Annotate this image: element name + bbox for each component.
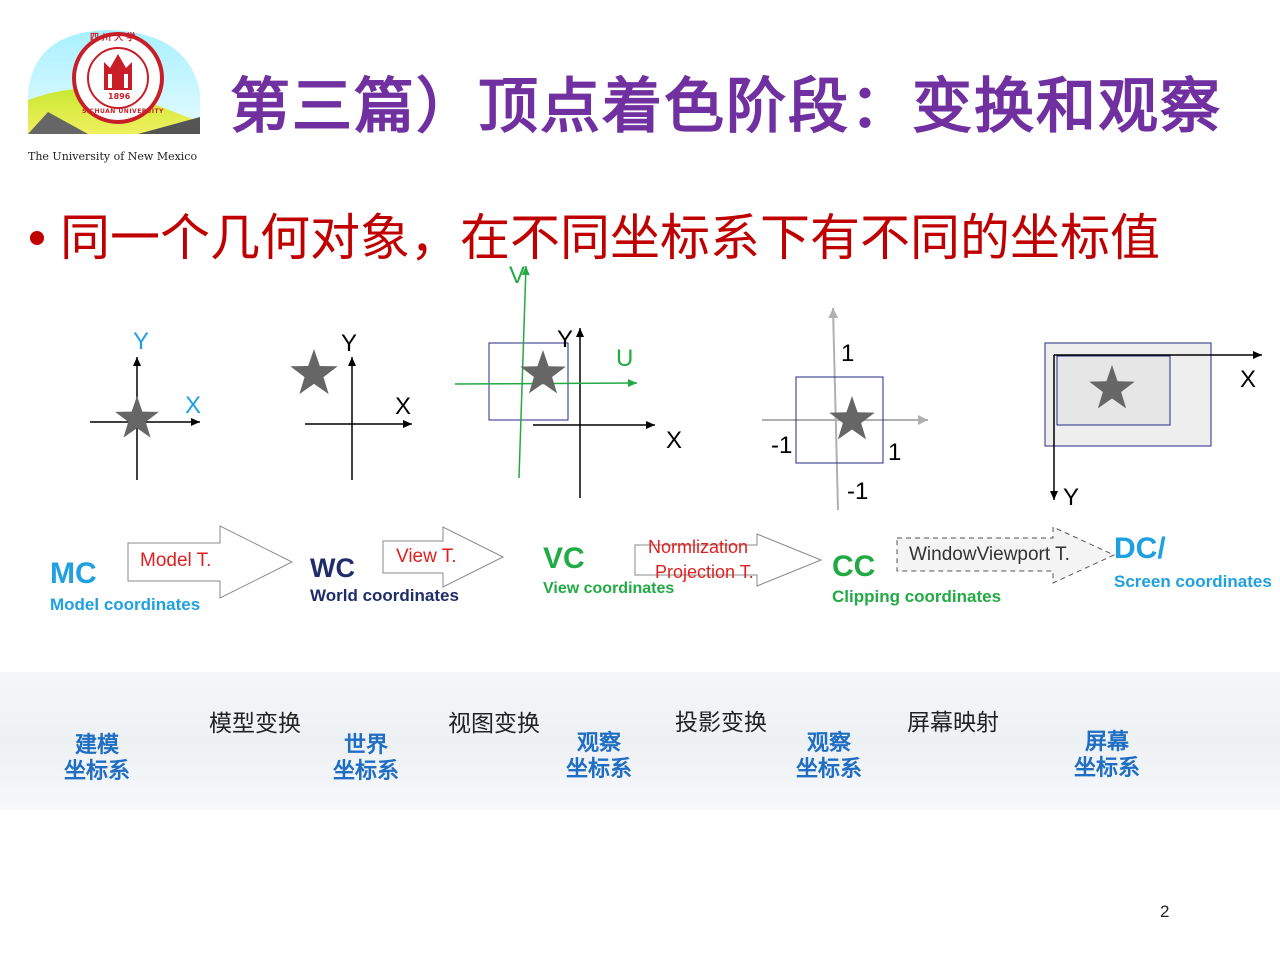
wc-x-label: X	[395, 393, 412, 420]
logo-cn-text: 四 川 大 学	[90, 33, 136, 43]
mc-diagram	[90, 357, 200, 480]
dc-x-label: X	[1240, 366, 1257, 393]
vc-star-icon	[520, 350, 566, 394]
flow-step-screen: 屏幕映射	[907, 710, 999, 736]
cc-right-label: 1	[888, 439, 902, 466]
dc-abbr: DC/	[1114, 532, 1166, 565]
flow-step-projection: 投影变换	[675, 710, 767, 736]
mc-desc: Model coordinates	[50, 595, 201, 614]
vc-v-label: V	[509, 262, 526, 289]
bullet-text: 同一个几何对象，在不同坐标系下有不同的坐标值	[60, 209, 1160, 267]
cc-left-label: -1	[771, 432, 793, 459]
wc-y-label: Y	[341, 330, 358, 357]
page-number: 2	[1160, 902, 1170, 921]
mc-abbr: MC	[50, 557, 97, 590]
dc-desc: Screen coordinates	[1114, 572, 1272, 591]
university-logo: 四 川 大 学 1896 SICHUAN UNIVERSITY	[28, 22, 203, 142]
logo-year: 1896	[108, 92, 131, 101]
bullet-point: 同一个几何对象，在不同坐标系下有不同的坐标值	[30, 198, 1160, 270]
bullet-dot-icon	[30, 230, 44, 245]
vc-x-label: X	[666, 427, 683, 454]
transform-arrows	[127, 525, 1116, 599]
projection-label: Projection T.	[655, 562, 754, 582]
vc-u-label: U	[616, 345, 634, 372]
wc-desc: World coordinates	[310, 586, 459, 605]
view-transform-label: View T.	[396, 546, 457, 567]
wc-diagram	[290, 349, 412, 480]
flow-step-model: 模型变换	[209, 711, 301, 737]
flow-step-view: 视图变换	[448, 711, 540, 737]
cc-abbr: CC	[832, 550, 876, 583]
model-transform-label: Model T.	[140, 550, 212, 571]
vc-abbr: VC	[543, 542, 585, 575]
normalization-label: Normlization	[648, 537, 749, 557]
logo-en-text: SICHUAN UNIVERSITY	[82, 108, 164, 115]
wc-abbr: WC	[310, 553, 355, 583]
cc-top-label: 1	[841, 340, 855, 367]
dc-diagram	[1044, 342, 1262, 500]
pipeline-flow-band	[0, 672, 1280, 810]
flow-system-world: 世界坐标系	[333, 733, 400, 784]
flow-system-model: 建模坐标系	[64, 733, 131, 784]
wc-star-icon	[290, 349, 338, 395]
vc-desc: View coordinates	[543, 580, 675, 597]
window-viewport-label: WindowViewport T.	[909, 544, 1070, 565]
university-name: The University of New Mexico	[28, 150, 198, 163]
flow-system-screen: 屏幕坐标系	[1074, 730, 1141, 781]
flow-system-view: 观察坐标系	[566, 731, 633, 782]
vc-y-label: Y	[557, 326, 574, 353]
mc-y-label: Y	[133, 328, 150, 355]
flow-system-view-2: 观察坐标系	[796, 731, 863, 782]
mc-x-label: X	[185, 392, 202, 419]
cc-diagram	[762, 307, 928, 511]
dc-y-label: Y	[1063, 484, 1080, 511]
slide-title: 第三篇）顶点着色阶段：变换和观察	[230, 72, 1222, 142]
cc-bottom-label: -1	[847, 478, 869, 505]
vc-diagram	[454, 265, 655, 498]
cc-desc: Clipping coordinates	[832, 587, 1002, 606]
